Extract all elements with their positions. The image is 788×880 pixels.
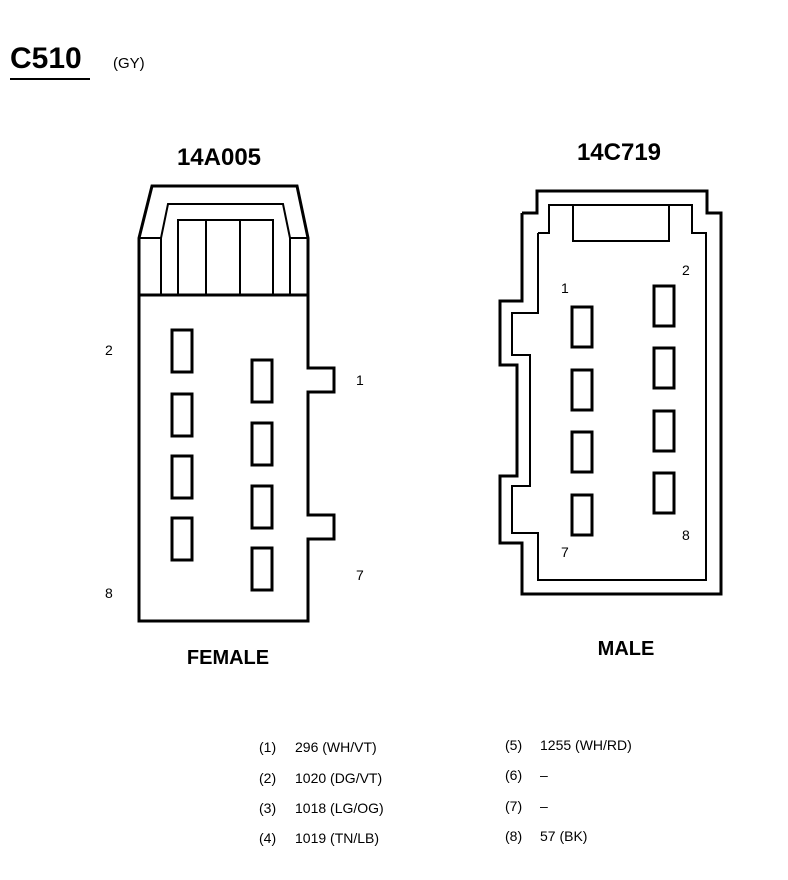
pin-circuit: 1019 (TN/LB): [295, 830, 379, 846]
male-gender-label: MALE: [598, 638, 655, 660]
male-cavities: [570, 284, 676, 537]
pin-circuit: –: [540, 798, 548, 814]
pin-number: (5): [505, 737, 522, 753]
female-pin-label: 1: [356, 372, 364, 388]
pin-number: (4): [259, 830, 276, 846]
pin-circuit: 1020 (DG/VT): [295, 770, 382, 786]
connector-id: C510: [10, 42, 82, 75]
pin-number: (2): [259, 770, 276, 786]
pin-number: (7): [505, 798, 522, 814]
male-pin-label: 1: [561, 280, 569, 296]
female-pin-label: 2: [105, 342, 113, 358]
male-part-number: 14C719: [577, 139, 661, 166]
pin-number: (8): [505, 828, 522, 844]
pin-circuit: –: [540, 767, 548, 783]
pin-circuit: 1018 (LG/OG): [295, 800, 384, 816]
pin-number: (6): [505, 767, 522, 783]
female-gender-label: FEMALE: [187, 647, 269, 669]
pin-circuit: 296 (WH/VT): [295, 739, 377, 755]
female-pin-label: 8: [105, 585, 113, 601]
male-connector-body: [498, 189, 723, 596]
pin-number: (1): [259, 739, 276, 755]
female-cavities: [170, 328, 274, 592]
male-pin-label: 8: [682, 527, 690, 543]
female-connector-body: [137, 184, 336, 623]
pin-circuit: 57 (BK): [540, 828, 587, 844]
male-pin-label: 7: [561, 544, 569, 560]
male-pin-label: 2: [682, 262, 690, 278]
connector-color-code: (GY): [113, 55, 145, 72]
female-part-number: 14A005: [177, 144, 261, 171]
pin-number: (3): [259, 800, 276, 816]
pin-circuit: 1255 (WH/RD): [540, 737, 632, 753]
female-pin-label: 7: [356, 567, 364, 583]
pinout-legend: (1) 296 (WH/VT) (2) 1020 (DG/VT) (3) 101…: [259, 737, 632, 846]
